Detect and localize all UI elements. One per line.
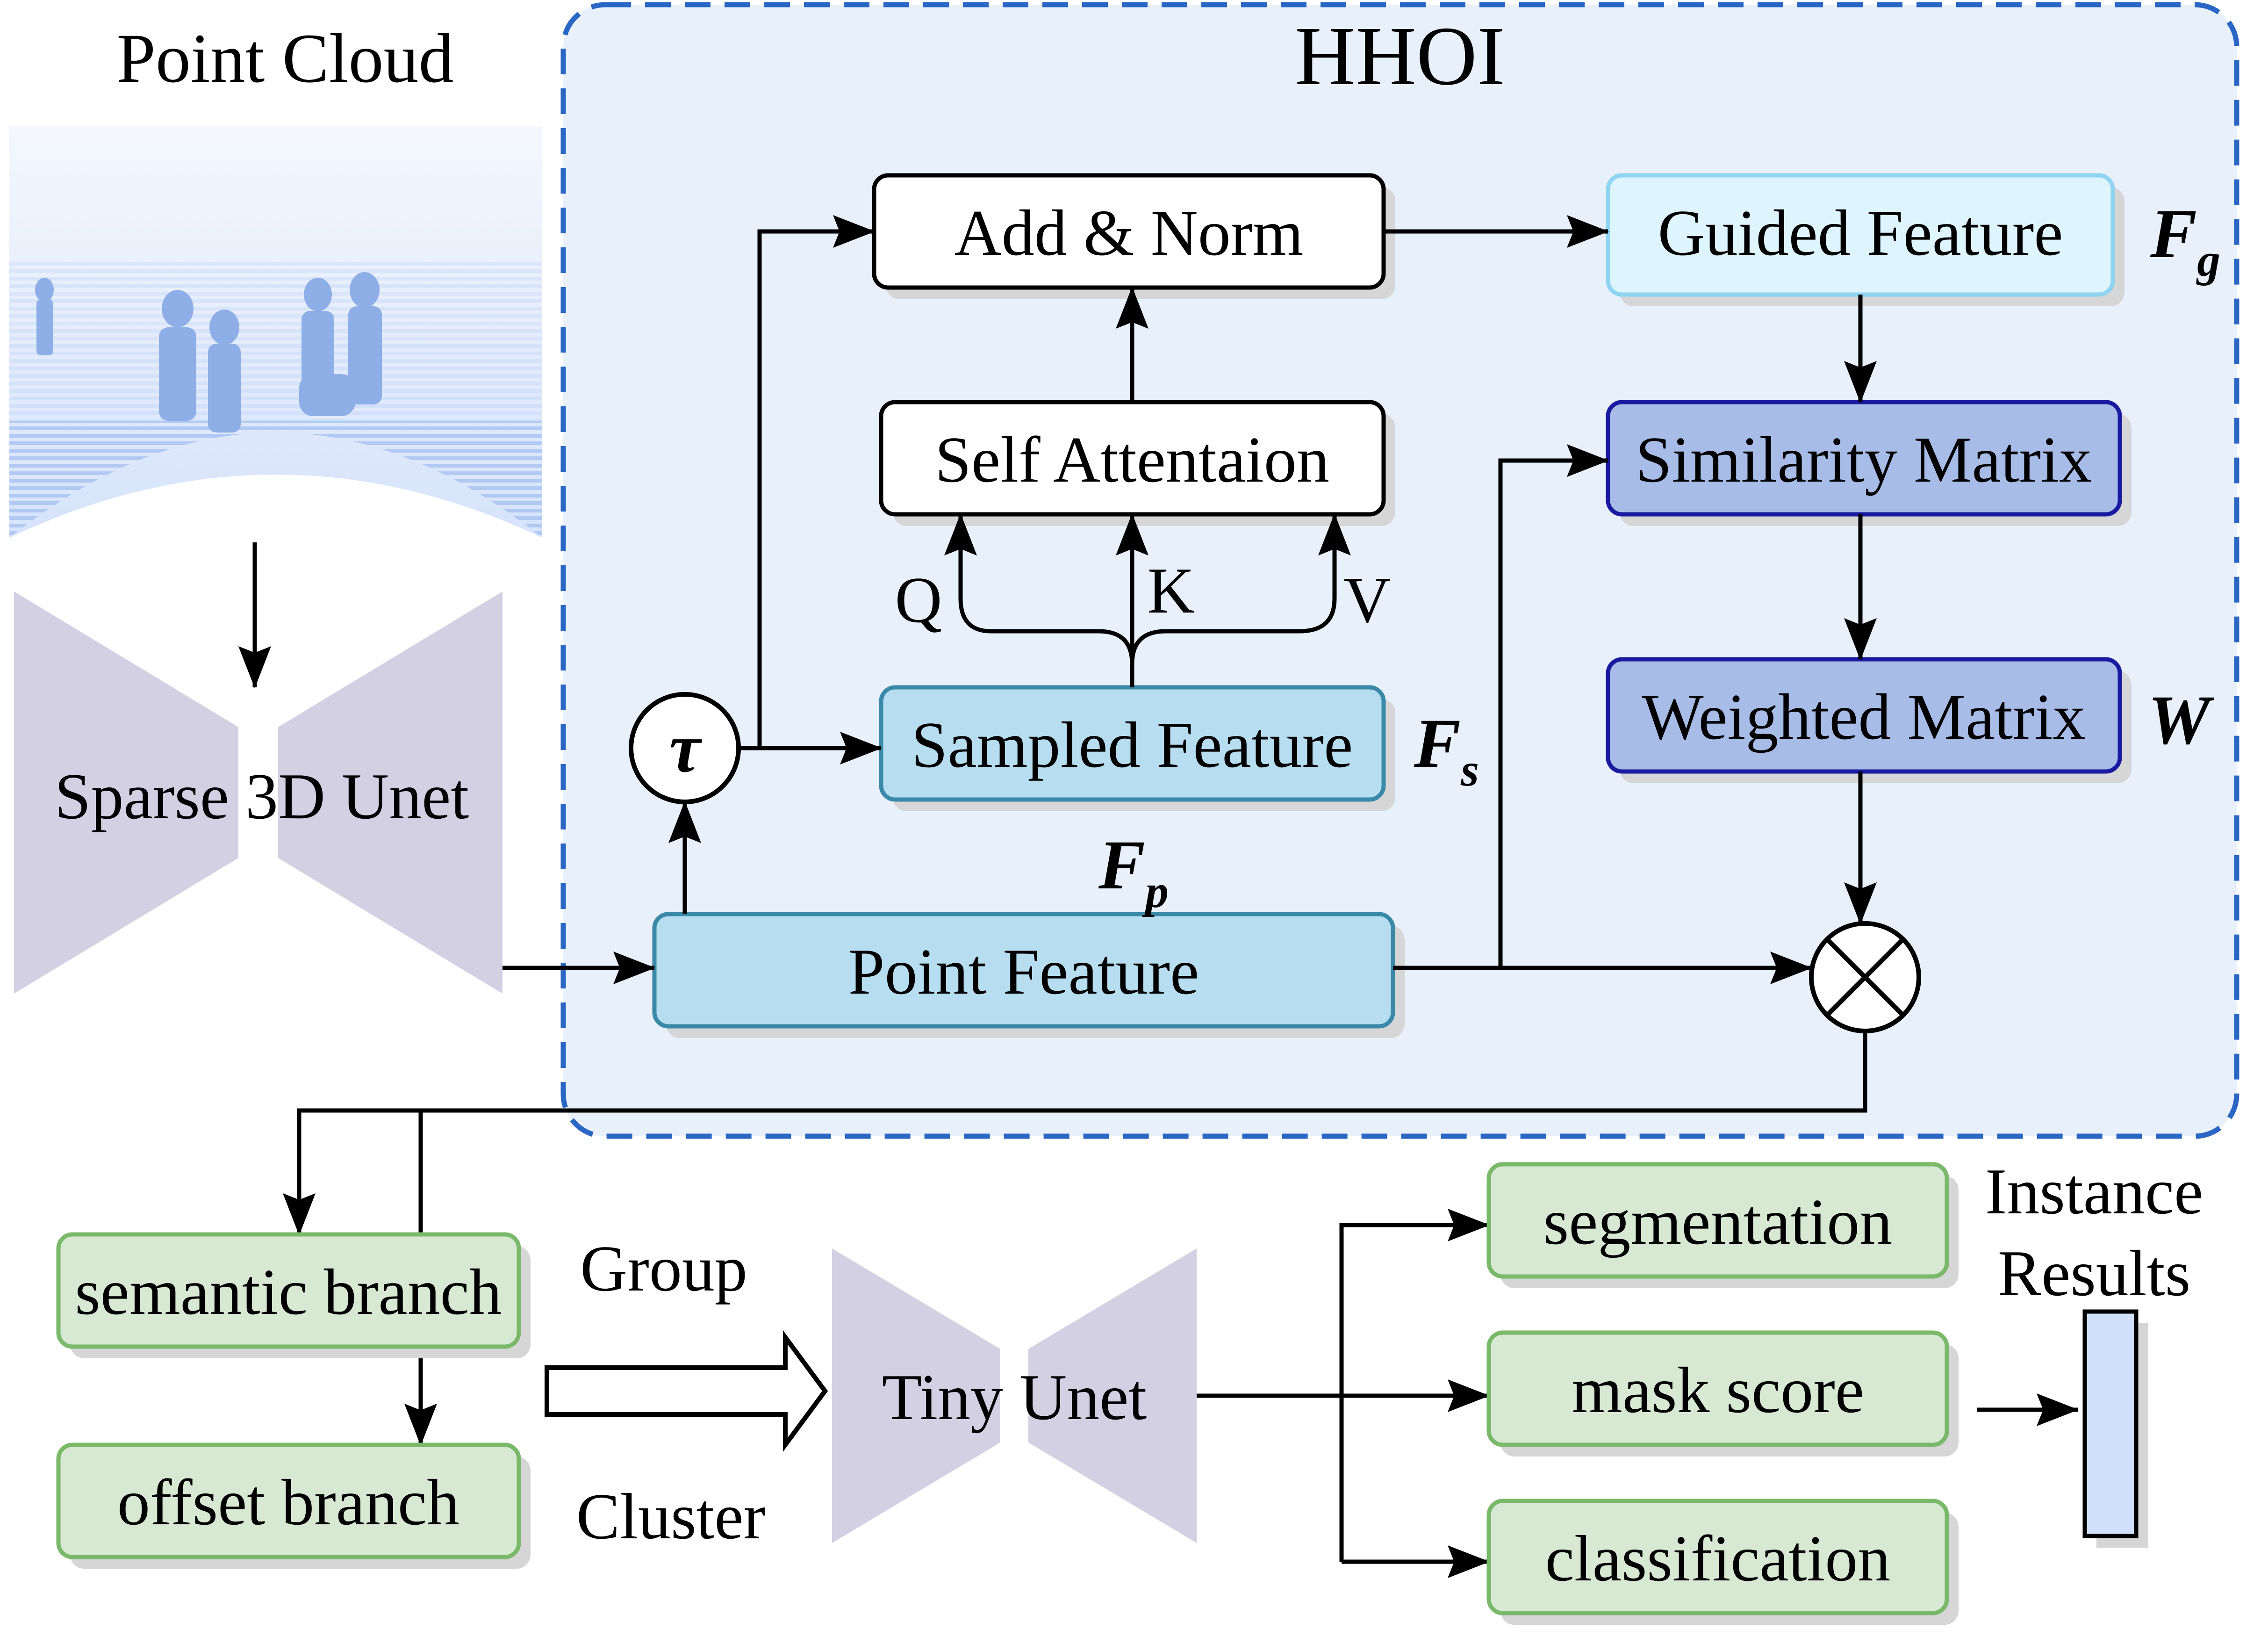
add-norm-box: Add & Norm (872, 173, 1395, 299)
tiny-unet-left-wing (832, 1248, 1000, 1543)
weighted-matrix-box: Weighted Matrix (1606, 657, 2132, 783)
classification-label: classification (1545, 1522, 1891, 1595)
tau-node: τ (629, 692, 741, 804)
fg-symbol: Fg (2150, 195, 2220, 286)
instance-results-bar (2082, 1309, 2148, 1548)
cluster-label: Cluster (576, 1480, 765, 1553)
self-attention-box: Self Attentaion (879, 400, 1395, 526)
segmentation-box: segmentation (1486, 1162, 1959, 1288)
edges (238, 215, 2079, 1578)
point-feature-label: Point Feature (848, 936, 1199, 1008)
semantic-branch-label: semantic branch (75, 1256, 502, 1328)
tiny-unet-label: Tiny Unet (882, 1361, 1147, 1434)
add-norm-label: Add & Norm (955, 197, 1304, 269)
fp-symbol: Fp (1098, 826, 1169, 917)
guided-feature-box: Guided Feature (1606, 173, 2124, 306)
similarity-matrix-box: Similarity Matrix (1606, 400, 2132, 526)
sparse-unet-right-wing (278, 591, 502, 994)
tau-symbol: τ (669, 709, 703, 787)
semantic-branch-box: semantic branch (56, 1232, 531, 1358)
fs-symbol: Fs (1414, 705, 1479, 796)
point-feature-box: Point Feature (652, 912, 1405, 1038)
k-label: K (1147, 555, 1194, 627)
classification-box: classification (1486, 1499, 1959, 1625)
sampled-feature-box: Sampled Feature (879, 685, 1395, 811)
elementwise-product-node (1809, 921, 1921, 1033)
v-label: V (1343, 564, 1391, 636)
mask-score-box: mask score (1486, 1330, 1959, 1457)
instance-results-line1: Instance (1985, 1155, 2203, 1228)
offset-branch-box: offset branch (56, 1442, 531, 1569)
sampled-feature-label: Sampled Feature (912, 709, 1353, 781)
weighted-matrix-label: Weighted Matrix (1642, 681, 2085, 753)
similarity-matrix-label: Similarity Matrix (1636, 424, 2092, 496)
mask-score-label: mask score (1572, 1354, 1864, 1427)
segmentation-label: segmentation (1543, 1186, 1892, 1258)
offset-branch-label: offset branch (117, 1466, 459, 1539)
w-symbol: W (2148, 681, 2215, 759)
group-label: Group (580, 1233, 747, 1305)
q-label: Q (895, 564, 942, 636)
tiny-unet-right-wing (1028, 1248, 1197, 1543)
hollow-arrow (545, 1330, 828, 1452)
instance-results-line2: Results (1998, 1237, 2190, 1310)
sparse-unet-label: Sparse 3D Unet (55, 760, 469, 833)
point-cloud-title: Point Cloud (117, 20, 454, 97)
point-cloud-image (9, 126, 542, 542)
self-attention-label: Self Attentaion (935, 424, 1329, 496)
hhoi-title: HHOI (1295, 9, 1505, 102)
sparse-unet-left-wing (14, 591, 238, 994)
guided-feature-label: Guided Feature (1658, 197, 2063, 269)
